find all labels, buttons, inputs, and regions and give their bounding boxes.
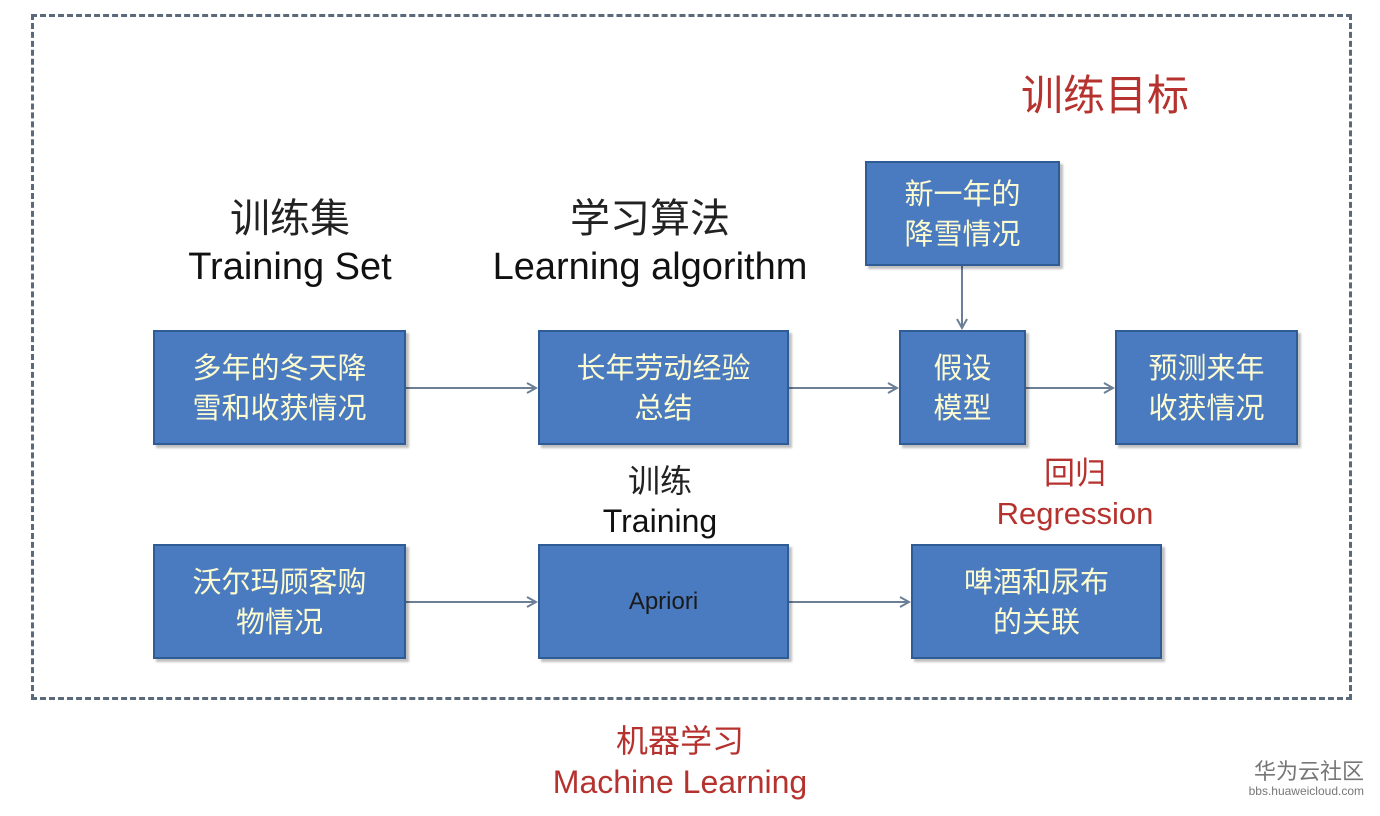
box-apriori: Apriori: [538, 544, 789, 659]
box-hypothesis-model-text: 假设 模型: [933, 350, 992, 425]
box-walmart-shopping-text: 沃尔玛顾客购 物情况: [192, 564, 367, 639]
box-apriori-text: Apriori: [628, 587, 699, 615]
watermark-url: bbs.huaweicloud.com: [1248, 784, 1364, 798]
box-new-year-snow-text: 新一年的 降雪情况: [904, 176, 1021, 251]
training-label-cn: 训练: [627, 462, 692, 500]
box-snow-harvest-data: 多年的冬天降 雪和收获情况: [153, 330, 406, 445]
box-snow-harvest-data-text: 多年的冬天降 雪和收获情况: [192, 350, 367, 425]
box-predict-harvest: 预测来年 收获情况: [1115, 330, 1298, 445]
box-labor-experience-text: 长年劳动经验 总结: [576, 350, 751, 425]
machine-learning-label-cn: 机器学习: [615, 722, 744, 760]
box-hypothesis-model: 假设 模型: [899, 330, 1026, 445]
machine-learning-label-en: Machine Learning: [552, 764, 808, 800]
box-new-year-snow: 新一年的 降雪情况: [865, 161, 1060, 266]
regression-label-en: Regression: [996, 496, 1154, 531]
training-set-title-en: Training Set: [188, 246, 392, 288]
training-set-title-cn: 训练集: [230, 196, 350, 242]
learning-algorithm-title-en: Learning algorithm: [492, 246, 808, 288]
regression-label-cn: 回归: [1044, 456, 1106, 492]
box-walmart-shopping: 沃尔玛顾客购 物情况: [153, 544, 406, 659]
machine-learning-frame: [31, 14, 1352, 700]
box-labor-experience: 长年劳动经验 总结: [538, 330, 789, 445]
box-beer-diaper: 啤酒和尿布 的关联: [911, 544, 1162, 659]
training-label-en: Training: [602, 503, 718, 539]
learning-algorithm-title-cn: 学习算法: [570, 196, 730, 242]
watermark-name: 华为云社区: [1253, 760, 1364, 785]
box-beer-diaper-text: 啤酒和尿布 的关联: [963, 564, 1109, 639]
box-predict-harvest-text: 预测来年 收获情况: [1148, 350, 1265, 425]
training-goal-label: 训练目标: [1020, 71, 1189, 120]
